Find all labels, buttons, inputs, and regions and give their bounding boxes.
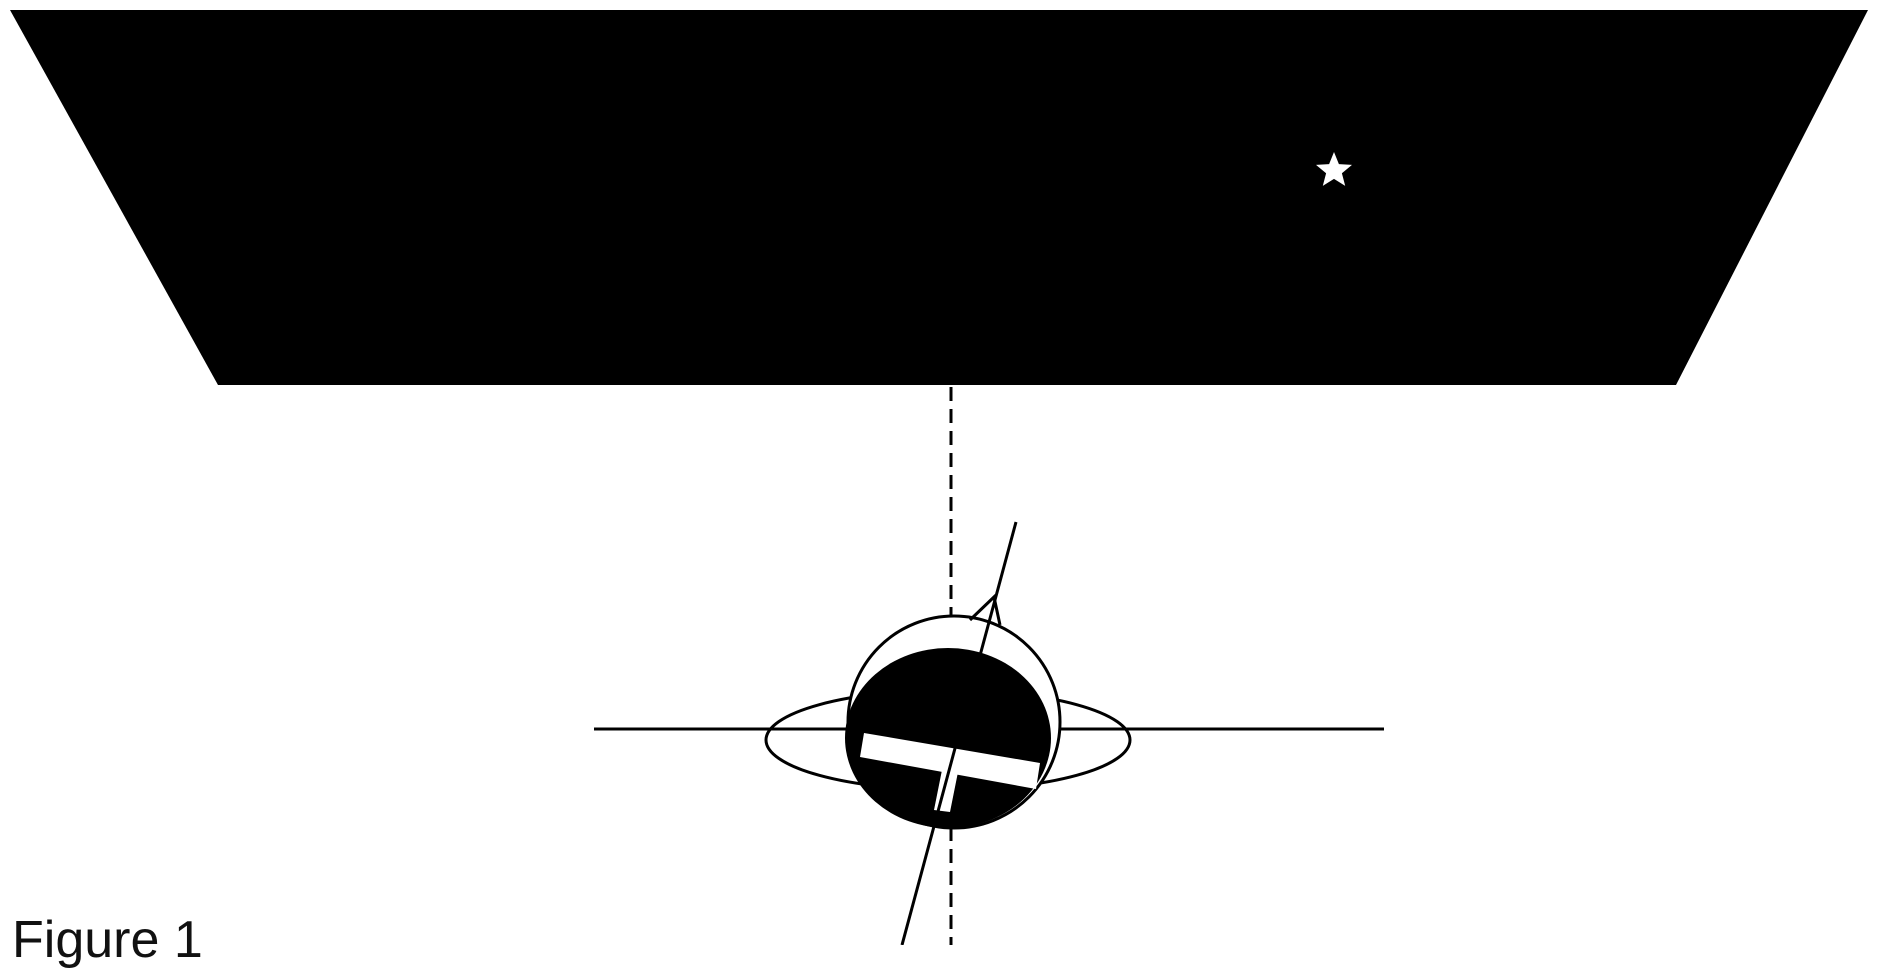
sky-trapezoid xyxy=(10,10,1868,385)
sky-diagram xyxy=(0,0,1881,945)
planet-icon xyxy=(845,616,1060,828)
figure-caption: Figure 1 xyxy=(12,910,203,970)
